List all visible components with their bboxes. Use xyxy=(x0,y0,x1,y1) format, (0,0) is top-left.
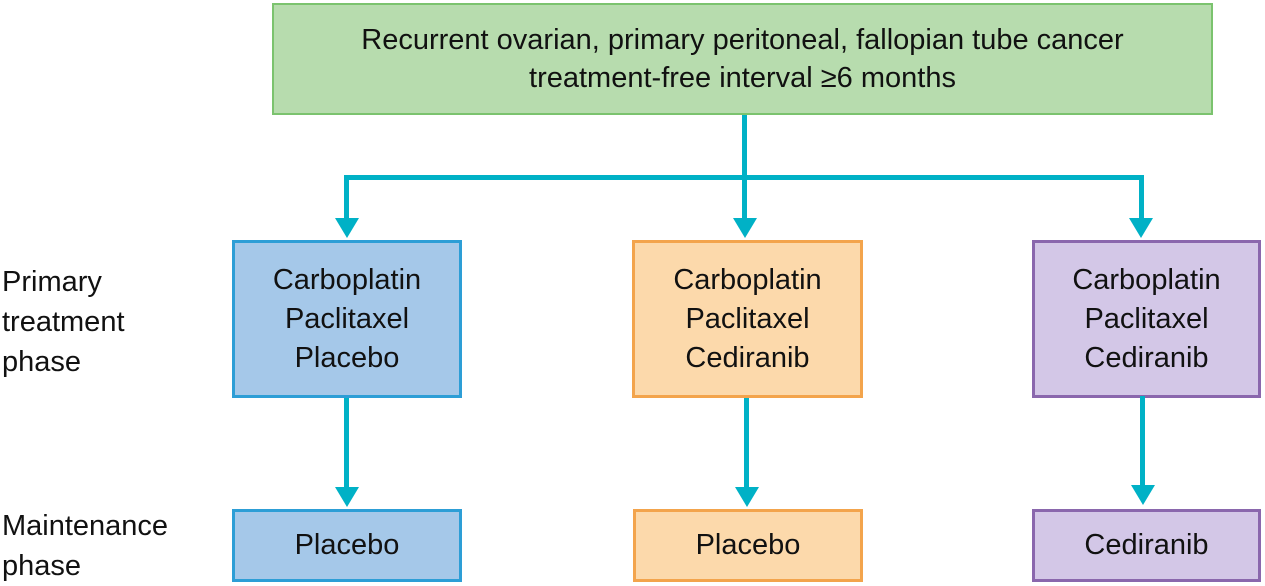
arm2-maintenance-box: Placebo xyxy=(633,509,863,582)
arm3-primary-box: Carboplatin Paclitaxel Cediranib xyxy=(1032,240,1261,398)
branch-left-line xyxy=(344,175,349,220)
phase-label-line: phase xyxy=(2,346,82,378)
arm3-maintenance-box: Cediranib xyxy=(1032,509,1261,582)
arm3-connector-line xyxy=(1140,396,1145,488)
arm1-maintenance-box: Placebo xyxy=(232,509,462,582)
down-arrowhead-icon xyxy=(335,218,359,238)
branch-right-line xyxy=(1139,175,1144,220)
arm1-connector-line xyxy=(344,398,349,490)
down-arrowhead-icon xyxy=(733,218,757,238)
phase-label-line: treatment xyxy=(2,306,125,338)
drug-line: Paclitaxel xyxy=(685,302,810,335)
down-arrowhead-icon xyxy=(335,487,359,507)
drug-line: Placebo xyxy=(294,529,400,561)
branch-horizontal-line xyxy=(344,175,1144,180)
phase-label-line: Primary xyxy=(2,266,102,298)
drug-line: Paclitaxel xyxy=(284,302,410,335)
drug-line: Carboplatin xyxy=(673,263,822,296)
drug-line: Carboplatin xyxy=(1072,263,1221,296)
drug-line: Carboplatin xyxy=(272,263,422,296)
drug-line: Cediranib xyxy=(685,341,810,374)
drug-line: Cediranib xyxy=(1084,529,1209,561)
phase-label-maintenance: Maintenance phase xyxy=(2,506,168,586)
arm2-connector-line xyxy=(744,398,749,490)
drug-line: Placebo xyxy=(695,529,801,561)
eligibility-line-2: treatment-free interval ≥6 months xyxy=(529,62,956,94)
arm1-primary-box: Carboplatin Paclitaxel Placebo xyxy=(232,240,462,398)
drug-line: Paclitaxel xyxy=(1084,302,1209,335)
trunk-connector-line xyxy=(742,115,747,220)
down-arrowhead-icon xyxy=(735,487,759,507)
phase-label-line: phase xyxy=(2,550,82,582)
down-arrowhead-icon xyxy=(1129,218,1153,238)
arm2-primary-box: Carboplatin Paclitaxel Cediranib xyxy=(632,240,863,398)
down-arrowhead-icon xyxy=(1131,485,1155,505)
eligibility-box: Recurrent ovarian, primary peritoneal, f… xyxy=(272,3,1213,115)
drug-line: Cediranib xyxy=(1084,341,1209,374)
phase-label-primary: Primary treatment phase xyxy=(2,262,125,382)
drug-line: Placebo xyxy=(294,341,400,374)
phase-label-line: Maintenance xyxy=(2,510,169,542)
eligibility-line-1: Recurrent ovarian, primary peritoneal, f… xyxy=(361,24,1124,56)
